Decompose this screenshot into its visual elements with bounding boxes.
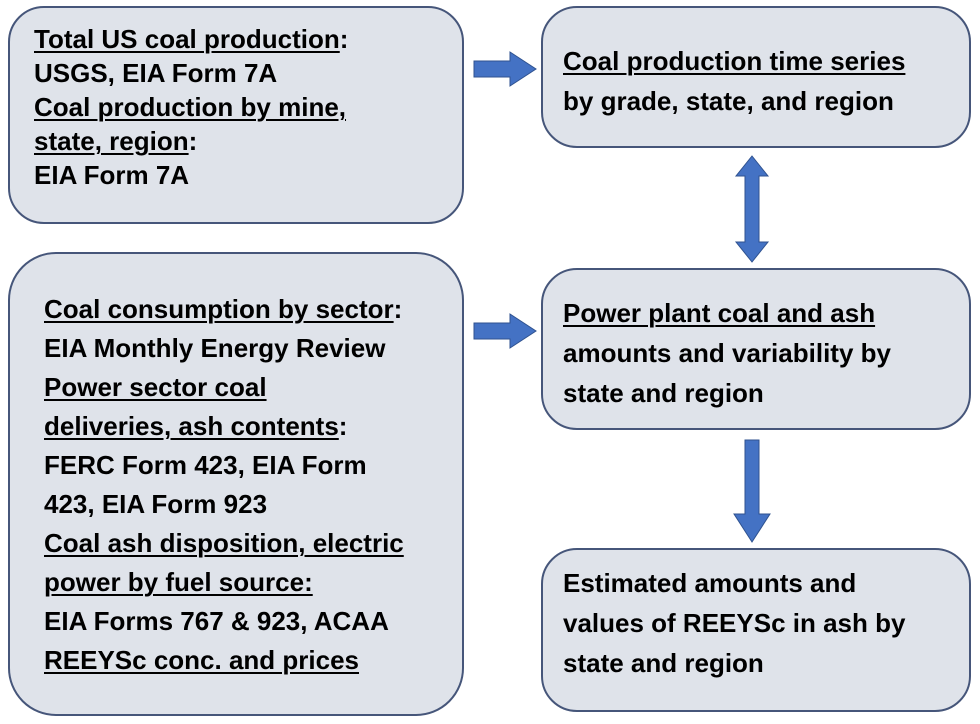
text-by-grade-state-region: by grade, state, and region: [563, 86, 894, 116]
heading-ash-disposition-1: Coal ash disposition, electric: [44, 528, 404, 558]
source-ferc-eia-1: FERC Form 423, EIA Form: [44, 450, 367, 480]
heading-reeysc-conc-prices: REEYSc conc. and prices: [44, 645, 360, 675]
source-eia-forms-acaa: EIA Forms 767 & 923, ACAA: [44, 606, 389, 636]
arrow-double-vertical: [734, 155, 770, 263]
text-state-and-region: state and region: [563, 648, 764, 678]
source-eia-7a: EIA Form 7A: [34, 160, 190, 190]
heading-production-time-series: Coal production time series: [563, 46, 906, 76]
arrow-down: [733, 439, 771, 543]
output-box-estimated-reeysc: Estimated amounts and values of REEYSc i…: [541, 548, 971, 712]
source-ferc-eia-2: 423, EIA Form 923: [44, 489, 268, 519]
arrow-right-bottom: [473, 313, 537, 349]
text-state-region: state and region: [563, 378, 764, 408]
heading-consumption-by-sector: Coal consumption by sector:: [44, 294, 403, 324]
heading-production-by-mine-1: Coal production by mine,: [34, 92, 347, 122]
heading-total-us-coal-production: Total US coal production:: [34, 24, 349, 54]
heading-power-sector-deliveries-2: deliveries, ash contents:: [44, 411, 348, 441]
output-box-power-plant-ash: Power plant coal and ash amounts and var…: [541, 268, 971, 430]
heading-production-by-mine-2: state, region:: [34, 126, 198, 156]
heading-ash-disposition-2: power by fuel source:: [44, 567, 313, 597]
text-amounts-variability: amounts and variability by: [563, 338, 891, 368]
heading-power-sector-deliveries-1: Power sector coal: [44, 372, 267, 402]
output-box-production-time-series: Coal production time series by grade, st…: [541, 6, 971, 148]
heading-power-plant-coal-ash: Power plant coal and ash: [563, 298, 876, 328]
source-usgs-eia-7a: USGS, EIA Form 7A: [34, 58, 278, 88]
source-box-coal-production: Total US coal production: USGS, EIA Form…: [8, 6, 464, 224]
text-values-reeysc: values of REEYSc in ash by: [563, 608, 906, 638]
source-box-coal-consumption: Coal consumption by sector: EIA Monthly …: [8, 252, 464, 716]
text-estimated-amounts: Estimated amounts and: [563, 568, 857, 598]
source-monthly-energy-review: EIA Monthly Energy Review: [44, 333, 386, 363]
arrow-right-top: [473, 51, 537, 87]
